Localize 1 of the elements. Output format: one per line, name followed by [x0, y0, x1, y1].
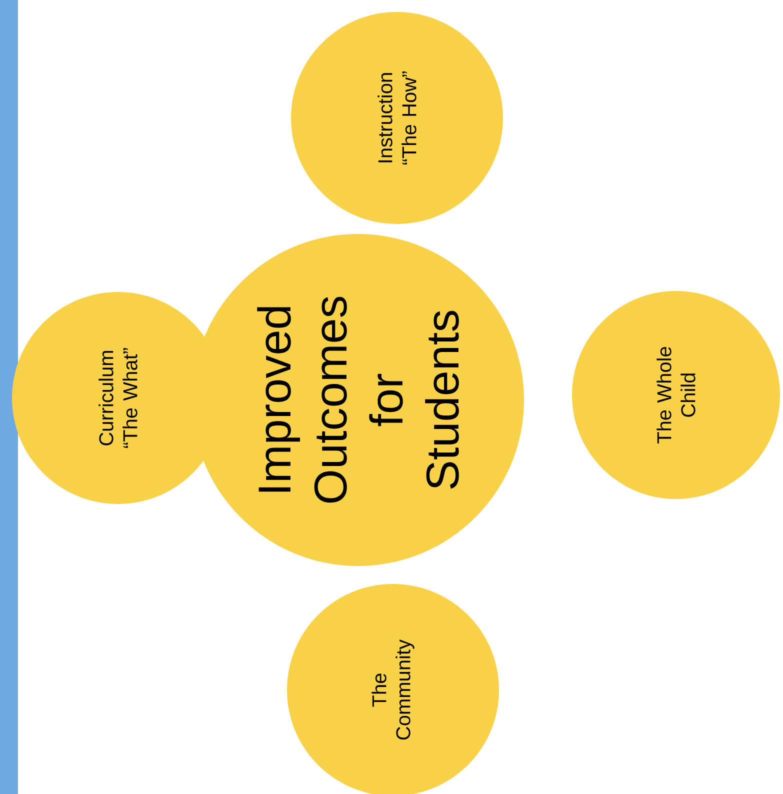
node-label: Curriculum “The What” — [98, 348, 138, 448]
